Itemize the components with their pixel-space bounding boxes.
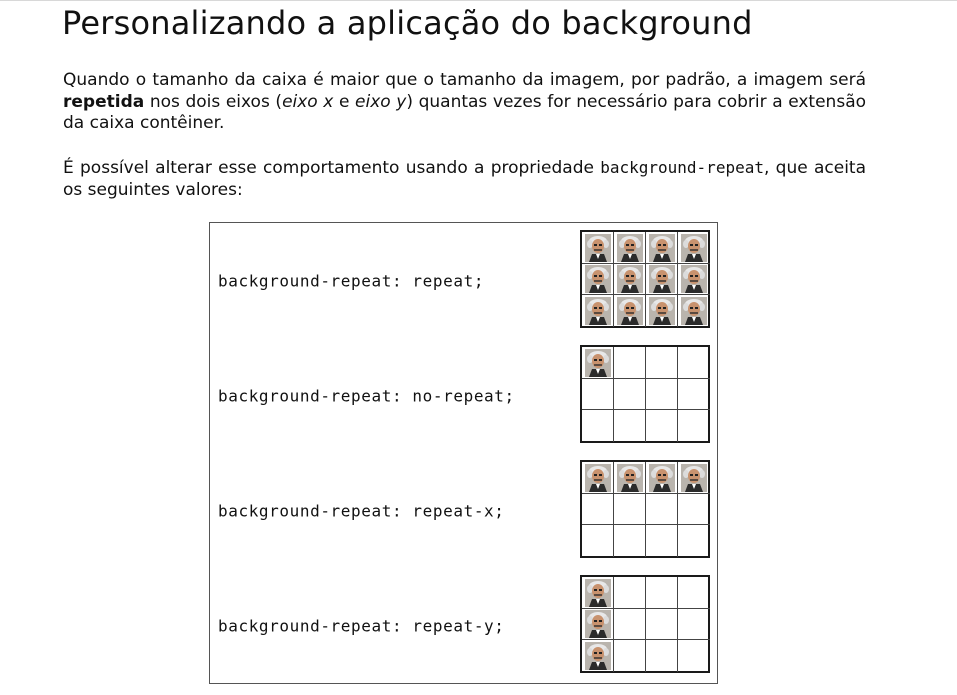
- grid-cell: [678, 640, 710, 672]
- grid-cell: [646, 263, 678, 296]
- grid-cell: [614, 409, 646, 442]
- einstein-portrait-tile-icon: [585, 610, 611, 639]
- grid-cell: [582, 294, 614, 327]
- grid-cell: [646, 577, 678, 609]
- grid-cell: [678, 263, 710, 296]
- grid-cell: [678, 378, 710, 411]
- grid-cell: [646, 462, 678, 494]
- example-row-repeat-y: background-repeat: repeat-y;: [210, 568, 717, 683]
- property-text-after: , que aceita os seguintes valores:: [63, 158, 866, 200]
- example-label: background-repeat: repeat-x;: [218, 501, 505, 520]
- grid-cell: [614, 608, 646, 641]
- repeat-examples-table: background-repeat: repeat; background-re…: [209, 222, 718, 684]
- grid-cell: [582, 524, 614, 557]
- grid-cell: [582, 378, 614, 411]
- grid-cell: [678, 462, 710, 494]
- top-divider: [0, 0, 957, 1]
- grid-cell: [646, 639, 678, 672]
- einstein-portrait-tile-icon: [585, 579, 611, 607]
- grid-cell: [614, 294, 646, 327]
- grid-cell: [678, 232, 710, 264]
- einstein-portrait-tile-icon: [585, 265, 611, 294]
- grid-cell: [614, 378, 646, 411]
- grid-cell: [582, 493, 614, 526]
- grid-cell: [614, 347, 646, 379]
- grid-cell: [678, 493, 710, 526]
- example-grid-repeat: [580, 230, 710, 328]
- page-title: Personalizando a aplicação do background: [62, 4, 753, 42]
- grid-cell: [582, 462, 614, 494]
- intro-text-after: ) quantas vezes for necessário para cobr…: [63, 91, 867, 134]
- einstein-portrait-tile-icon: [649, 296, 675, 325]
- example-label: background-repeat: repeat;: [218, 271, 485, 290]
- intro-italic-eixo-y: eixo y: [355, 91, 407, 112]
- einstein-portrait-tile-icon: [585, 464, 611, 492]
- einstein-portrait-tile-icon: [585, 296, 611, 325]
- example-row-repeat-x: background-repeat: repeat-x;: [210, 453, 717, 568]
- grid-cell: [614, 493, 646, 526]
- grid-cell: [582, 409, 614, 442]
- einstein-portrait-tile-icon: [681, 265, 707, 294]
- grid-cell: [614, 263, 646, 296]
- grid-cell: [614, 577, 646, 609]
- example-grid-no-repeat: [580, 345, 710, 443]
- grid-cell: [678, 608, 710, 641]
- grid-cell: [582, 608, 614, 641]
- intro-bold-repetida: repetida: [63, 91, 145, 112]
- einstein-portrait-tile-icon: [617, 464, 643, 492]
- intro-paragraph: Quando o tamanho da caixa é maior que o …: [63, 70, 866, 135]
- einstein-portrait-tile-icon: [681, 296, 707, 325]
- property-paragraph: É possível alterar esse comportamento us…: [63, 157, 866, 201]
- grid-cell: [678, 525, 710, 557]
- einstein-portrait-tile-icon: [649, 234, 675, 262]
- grid-cell: [646, 608, 678, 641]
- grid-cell: [614, 524, 646, 557]
- grid-cell: [678, 347, 710, 379]
- example-grid-repeat-y: [580, 575, 710, 673]
- einstein-portrait-tile-icon: [649, 464, 675, 492]
- grid-cell: [646, 294, 678, 327]
- grid-cell: [582, 347, 614, 379]
- example-grid-repeat-x: [580, 460, 710, 558]
- example-label: background-repeat: no-repeat;: [218, 386, 515, 405]
- einstein-portrait-tile-icon: [617, 234, 643, 262]
- einstein-portrait-tile-icon: [681, 464, 707, 492]
- example-label: background-repeat: repeat-y;: [218, 616, 505, 635]
- grid-cell: [646, 409, 678, 442]
- einstein-portrait-tile-icon: [585, 349, 611, 377]
- grid-cell: [646, 524, 678, 557]
- grid-cell: [678, 410, 710, 442]
- grid-cell: [678, 577, 710, 609]
- grid-cell: [646, 493, 678, 526]
- grid-cell: [582, 232, 614, 264]
- einstein-portrait-tile-icon: [585, 641, 611, 670]
- grid-cell: [582, 577, 614, 609]
- einstein-portrait-tile-icon: [585, 234, 611, 262]
- grid-cell: [614, 639, 646, 672]
- grid-cell: [582, 639, 614, 672]
- einstein-portrait-tile-icon: [649, 265, 675, 294]
- grid-cell: [614, 462, 646, 494]
- property-text-before: É possível alterar esse comportamento us…: [63, 158, 601, 178]
- intro-italic-eixo-x: eixo x: [282, 91, 334, 112]
- einstein-portrait-tile-icon: [617, 265, 643, 294]
- grid-cell: [678, 295, 710, 327]
- einstein-portrait-tile-icon: [617, 296, 643, 325]
- grid-cell: [646, 232, 678, 264]
- grid-cell: [646, 347, 678, 379]
- einstein-portrait-tile-icon: [681, 234, 707, 262]
- property-code: background-repeat: [600, 158, 764, 177]
- example-row-no-repeat: background-repeat: no-repeat;: [210, 338, 717, 453]
- grid-cell: [582, 263, 614, 296]
- grid-cell: [646, 378, 678, 411]
- intro-text-mid2: e: [333, 91, 356, 112]
- intro-text-mid1: nos dois eixos (: [144, 91, 283, 112]
- example-row-repeat: background-repeat: repeat;: [210, 223, 717, 338]
- intro-text-before: Quando o tamanho da caixa é maior que o …: [63, 70, 866, 90]
- grid-cell: [614, 232, 646, 264]
